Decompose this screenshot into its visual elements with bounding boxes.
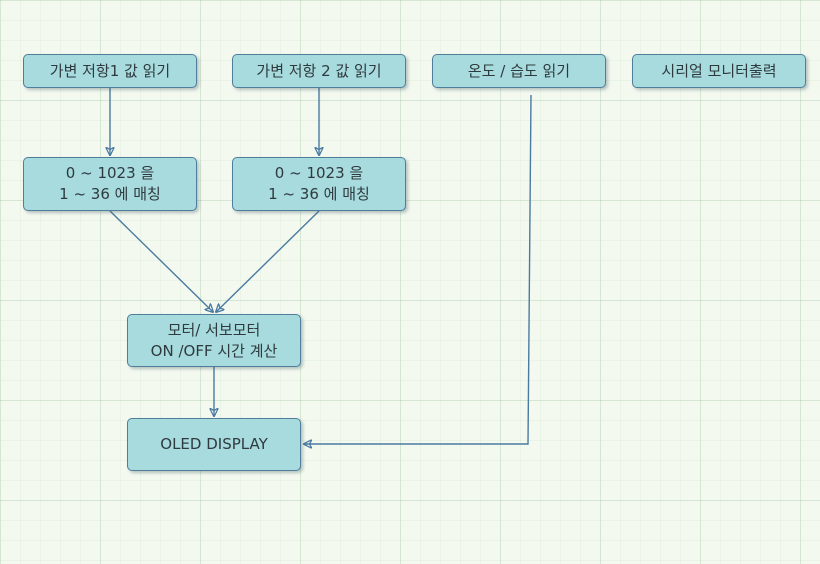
node-read-temp-humidity: 온도 / 습도 읽기 xyxy=(432,54,606,88)
edge-temp-to-oled xyxy=(304,94,532,444)
node-motor-calc: 모터/ 서보모터 ON /OFF 시간 계산 xyxy=(127,314,301,367)
node-label: 가변 저항1 값 읽기 xyxy=(49,61,171,80)
node-label: 가변 저항 2 값 읽기 xyxy=(256,61,382,80)
edge-map1-to-motor xyxy=(109,210,213,312)
node-oled-display: OLED DISPLAY xyxy=(127,418,301,471)
node-map-2: 0 ~ 1023 을 1 ~ 36 에 매칭 xyxy=(232,157,406,211)
node-label: 0 ~ 1023 을 1 ~ 36 에 매칭 xyxy=(268,164,370,203)
edge-map2-to-motor xyxy=(216,210,320,312)
node-label: 시리얼 모니터출력 xyxy=(661,61,777,80)
node-serial-monitor: 시리얼 모니터출력 xyxy=(632,54,806,88)
node-label: 0 ~ 1023 을 1 ~ 36 에 매칭 xyxy=(59,164,161,203)
node-read-resistor-2: 가변 저항 2 값 읽기 xyxy=(232,54,406,88)
node-map-1: 0 ~ 1023 을 1 ~ 36 에 매칭 xyxy=(23,157,197,211)
node-label: 모터/ 서보모터 ON /OFF 시간 계산 xyxy=(150,320,278,360)
node-label: 온도 / 습도 읽기 xyxy=(467,61,571,80)
node-label: OLED DISPLAY xyxy=(160,435,268,453)
node-read-resistor-1: 가변 저항1 값 읽기 xyxy=(23,54,197,88)
